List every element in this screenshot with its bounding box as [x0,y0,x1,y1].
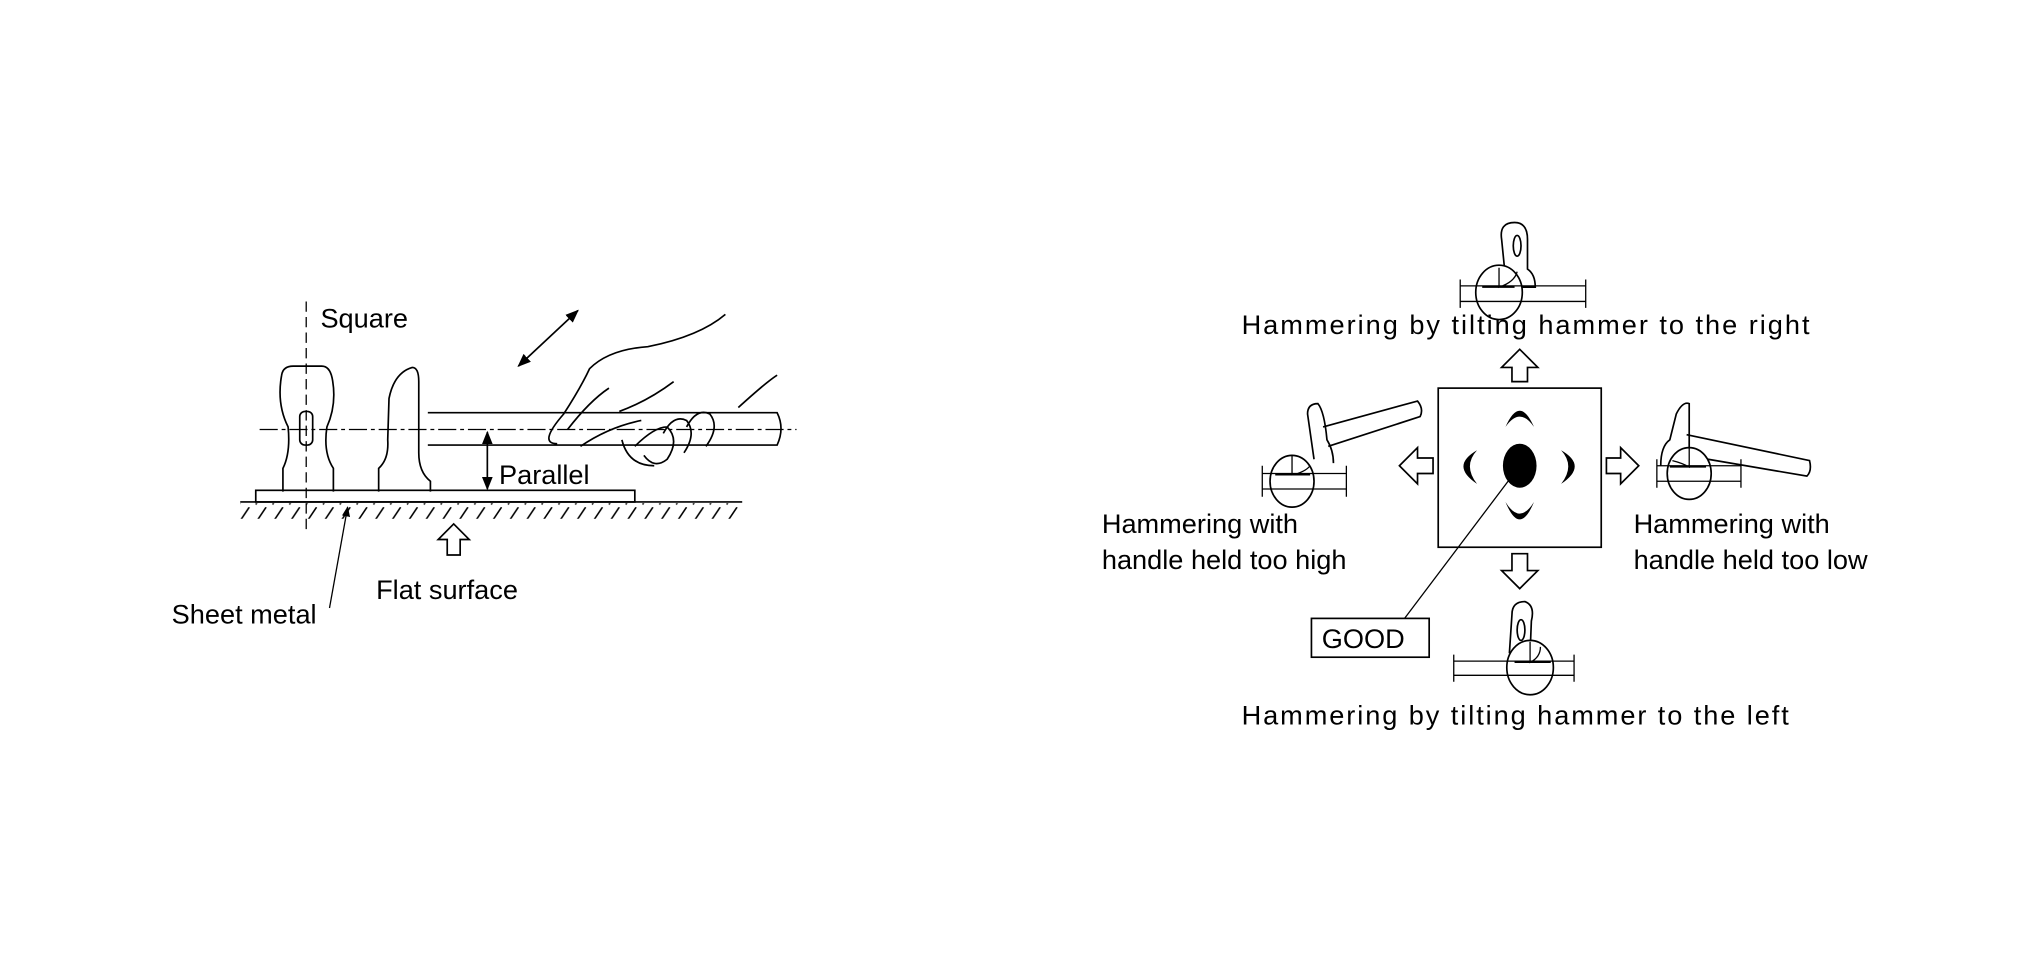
crescent-bottom [1505,501,1534,520]
hammer-handle-low-icon [1656,402,1812,501]
hand-illustration [548,313,778,467]
crescent-right [1561,450,1575,484]
hammer-head-front-view [279,365,335,492]
crescent-left [1463,450,1478,484]
label-sheet-metal: Sheet metal [172,599,317,630]
hammer-tilted-left-icon [1453,600,1575,696]
hammer-head-side-view [377,366,432,492]
arrow-right-icon [1605,445,1640,486]
handle-eye [298,410,314,446]
hammer-tilted-right-icon [1459,221,1587,321]
good-strike-mark [1502,443,1537,488]
swing-arrow [517,309,579,368]
good-label-box [1310,617,1431,659]
label-flat-surface: Flat surface [376,574,518,605]
arrow-down-icon [1499,552,1540,590]
flat-surface-arrow-icon [436,522,472,556]
flat-surface-hatch [240,503,743,519]
arrow-left-icon [1398,445,1434,486]
good-leader-line [1404,480,1509,619]
sheet-metal-leader [328,506,351,609]
label-tilt-right: Hammering by tilting hammer to the right [1242,309,1810,340]
label-tilt-left: Hammering by tilting hammer to the left [1242,699,1790,730]
label-square: Square [320,302,408,333]
right-figure: Hammering by tilting hammer to the right… [1102,221,1868,730]
sheet-metal-plate [254,489,636,503]
label-parallel: Parallel [499,459,590,490]
left-figure: Square Parallel Flat surface Sheet metal [172,301,797,630]
strike-pattern-box [1437,387,1603,549]
label-good: GOOD [1322,623,1405,654]
hammer-handle-high-icon [1261,400,1423,508]
label-too-high-line1: Hammering with [1102,508,1298,539]
label-too-low-line2: handle held too low [1634,544,1868,575]
hammer-handle [427,411,782,446]
label-too-low-line1: Hammering with [1634,508,1830,539]
arrow-up-icon [1499,348,1540,383]
crescent-top [1505,410,1534,427]
label-too-high-line2: handle held too high [1102,544,1347,575]
